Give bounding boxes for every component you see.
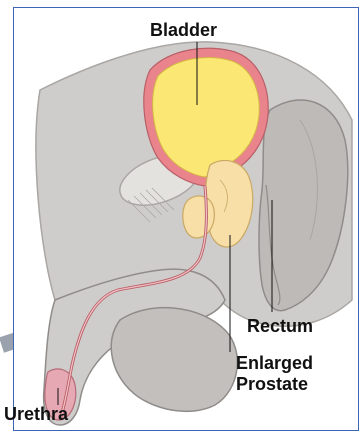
rectum-label: Rectum: [247, 316, 313, 336]
urethra-label: Urethra: [4, 404, 68, 424]
prostate-label-line1: Enlarged: [236, 353, 313, 374]
prostate-label-line2: Prostate: [236, 374, 313, 395]
bladder-label: Bladder: [150, 20, 217, 40]
scrotum: [111, 308, 237, 412]
prostate-label: Enlarged Prostate: [236, 353, 313, 395]
